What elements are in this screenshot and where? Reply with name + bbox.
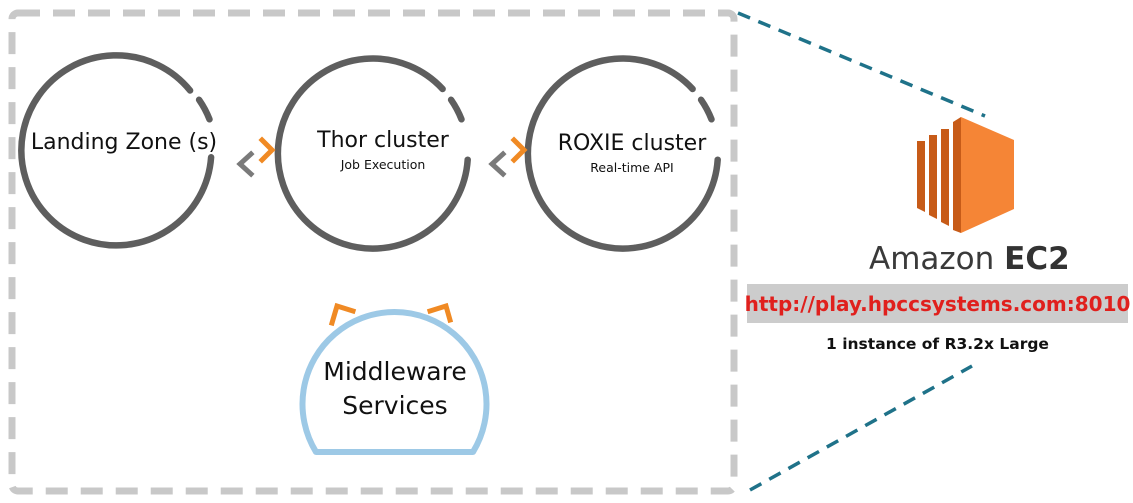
middleware-label-line2: Services xyxy=(342,391,448,420)
cluster-boundary xyxy=(8,9,738,495)
zoom-line-bottom xyxy=(749,364,973,492)
landing-zone-circle xyxy=(18,52,215,249)
thor-circle xyxy=(274,55,471,252)
roxie-label: ROXIE cluster xyxy=(557,131,707,156)
landing-zone-label: Landing Zone (s) xyxy=(30,130,218,155)
bidirectional-arrow-icon xyxy=(488,136,528,178)
zoom-line-top xyxy=(737,11,986,118)
middleware-accent-left xyxy=(328,302,357,327)
middleware-accent-right xyxy=(426,302,454,324)
bidirectional-arrow-icon xyxy=(236,136,276,178)
thor-sublabel: Job Execution xyxy=(340,157,426,172)
url-box: http://play.hpccsystems.com:8010 xyxy=(744,284,1131,323)
instance-label: 1 instance of R3.2x Large xyxy=(826,335,1049,353)
thor-circle-tick xyxy=(447,96,465,123)
landing-zone-circle-tick xyxy=(195,96,213,123)
amazon-ec2-logo-icon xyxy=(917,117,1014,233)
ec2-title: Amazon EC2 xyxy=(869,241,1070,277)
middleware-shape xyxy=(299,309,490,455)
ec2-brand: Amazon xyxy=(869,241,995,277)
roxie-circle-tick xyxy=(697,96,715,123)
middleware-label-line1: Middleware xyxy=(323,357,467,386)
roxie-circle xyxy=(524,55,721,252)
ec2-url-link[interactable]: http://play.hpccsystems.com:8010 xyxy=(744,291,1131,316)
thor-label: Thor cluster xyxy=(317,128,449,153)
roxie-sublabel: Real-time API xyxy=(590,160,674,175)
ec2-product: EC2 xyxy=(1004,241,1070,277)
